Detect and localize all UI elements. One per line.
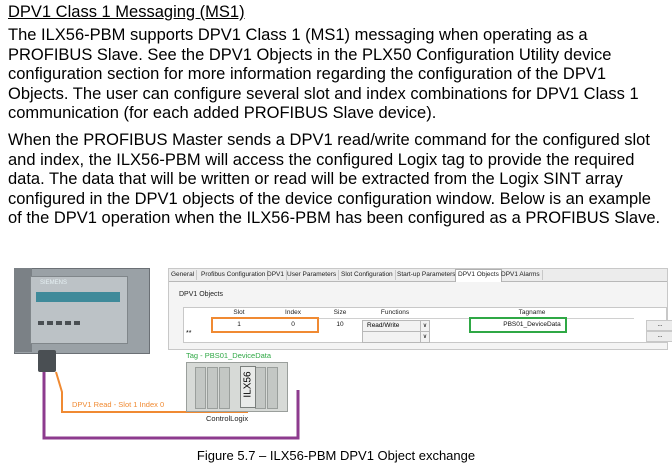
- tab-slot-configuration[interactable]: Slot Configuration: [339, 270, 396, 280]
- plc-front-panel: [30, 276, 128, 344]
- size-cell[interactable]: 10: [336, 321, 344, 328]
- index-cell[interactable]: 0: [291, 321, 295, 328]
- column-header-size: Size: [320, 308, 360, 319]
- slot-index-highlight: [211, 317, 319, 333]
- new-row-browse-button[interactable]: ...: [646, 331, 672, 342]
- tab-user-parameters[interactable]: User Parameters: [285, 270, 340, 280]
- browse-tag-button[interactable]: ...: [646, 320, 672, 331]
- plc-brand-strip: [36, 292, 120, 302]
- dpv1-objects-title: DPV1 Objects: [179, 291, 223, 298]
- tab-dpv1[interactable]: DPV1: [265, 270, 287, 280]
- slot-cell[interactable]: 1: [237, 321, 241, 328]
- figure-caption: Figure 5.7 – ILX56-PBM DPV1 Object excha…: [196, 448, 476, 463]
- chassis-slot: [267, 367, 278, 409]
- plc-brand-text: SIEMENS: [40, 280, 68, 286]
- dpv1-objects-window: General Profibus Configuration DPV1 User…: [168, 268, 672, 350]
- tab-dpv1-objects[interactable]: DPV1 Objects: [455, 269, 502, 282]
- plc-side-panel: [14, 268, 32, 352]
- tagname-cell[interactable]: PBS01_DeviceData: [503, 321, 561, 328]
- chassis-slot: [195, 367, 206, 409]
- ilx56-module: ILX56: [240, 366, 256, 408]
- profibus-connector: [38, 350, 56, 372]
- chassis-slot: [207, 367, 218, 409]
- paragraph-operation: When the PROFIBUS Master sends a DPV1 re…: [8, 131, 661, 227]
- ilx56-module-label: ILX56: [242, 371, 254, 398]
- chevron-down-icon[interactable]: ∨: [420, 332, 429, 342]
- section-heading: DPV1 Class 1 Messaging (MS1): [8, 3, 245, 21]
- plc-status-leds: [38, 312, 98, 325]
- tagname-highlight: [469, 317, 567, 333]
- tab-dpv1-alarms[interactable]: DPV1 Alarms: [499, 270, 543, 280]
- chassis-slot: [255, 367, 266, 409]
- new-row-marker: **: [186, 330, 192, 337]
- tab-profibus-configuration[interactable]: Profibus Configuration: [199, 270, 269, 280]
- purple-connection-line: [42, 372, 300, 440]
- dpv1-read-label: DPV1 Read - Slot 1 Index 0: [72, 400, 165, 409]
- chassis-slot: [219, 367, 230, 409]
- functions-select-value: Read/Write: [367, 322, 400, 329]
- chevron-down-icon[interactable]: ∨: [420, 321, 429, 331]
- controllogix-label: ControlLogix: [206, 414, 249, 423]
- figure-dpv1-exchange: SIEMENS General Profibus Configuration D…: [0, 262, 672, 442]
- tag-label: Tag - PBS01_DeviceData: [186, 351, 272, 360]
- config-tab-bar: General Profibus Configuration DPV1 User…: [169, 269, 667, 282]
- tab-general[interactable]: General: [169, 270, 198, 280]
- tab-startup-parameters[interactable]: Start-up Parameters: [395, 270, 459, 280]
- new-row-functions-select[interactable]: ∨: [362, 331, 430, 343]
- controllogix-chassis: [186, 362, 288, 412]
- column-header-functions: Functions: [360, 308, 430, 319]
- paragraph-intro: The ILX56-PBM supports DPV1 Class 1 (MS1…: [8, 26, 639, 122]
